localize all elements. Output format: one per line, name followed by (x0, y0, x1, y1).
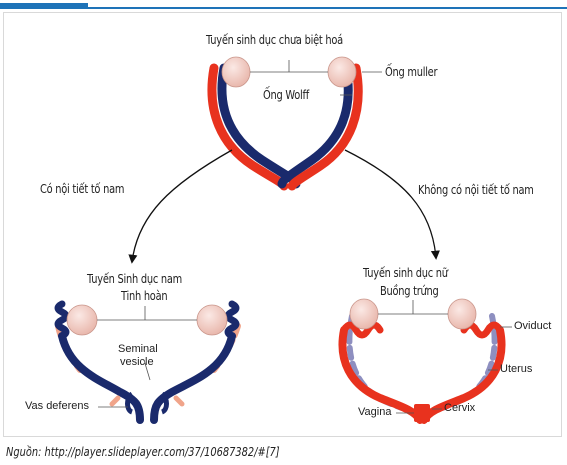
arrow-right (345, 150, 436, 258)
label-oviduct: Oviduct (514, 320, 551, 332)
label-male-gonad: Tuyến Sinh dục nam (87, 272, 182, 286)
label-ovary: Buồng trứng (380, 284, 439, 298)
gonad-right (328, 57, 356, 87)
source-caption: Nguồn: http://player.slideplayer.com/37/… (6, 445, 280, 459)
label-muller-duct: Ống muller (385, 65, 437, 79)
testis-left (67, 305, 97, 335)
arrow-left (132, 150, 232, 262)
label-cervix: Cervix (444, 402, 475, 414)
label-testis: Tinh hoàn (121, 289, 167, 303)
ovary-right (448, 299, 476, 329)
label-seminal: Seminal (118, 343, 158, 355)
label-undifferentiated-gonad: Tuyến sinh dục chưa biệt hoá (206, 33, 343, 47)
label-wolff-duct: Ống Wolff (263, 88, 309, 102)
label-with-androgen: Có nội tiết tố nam (40, 182, 124, 196)
label-vesicle: vesicle (120, 356, 154, 368)
label-vagina: Vagina (358, 406, 391, 418)
label-female-gonad: Tuyến sinh dục nữ (363, 266, 448, 280)
gonad-left (222, 57, 250, 87)
label-uterus: Uterus (500, 363, 532, 375)
label-vas-deferens: Vas deferens (25, 400, 89, 412)
label-without-androgen: Không có nội tiết tố nam (418, 183, 534, 197)
testis-right (197, 305, 227, 335)
ovary-left (350, 299, 378, 329)
